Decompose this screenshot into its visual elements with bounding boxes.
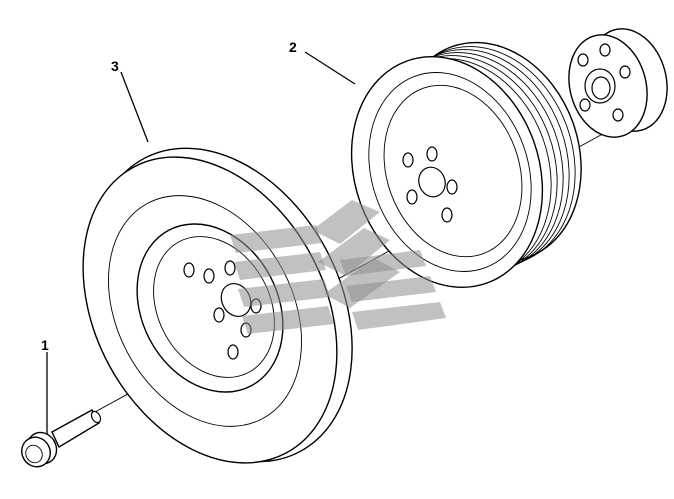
callout-3: 3: [111, 58, 119, 74]
pulley-hub: [418, 166, 446, 198]
callout-2: 2: [289, 39, 297, 55]
watermark-logo: [230, 200, 446, 334]
flange-bolt: [21, 409, 102, 468]
leader-line-2: [304, 51, 356, 85]
damper-wheel: [82, 147, 353, 464]
hub-adapter: [568, 28, 668, 138]
callout-1: 1: [41, 337, 49, 353]
leader-line-3: [120, 71, 149, 143]
belt-pulley: [350, 41, 582, 288]
